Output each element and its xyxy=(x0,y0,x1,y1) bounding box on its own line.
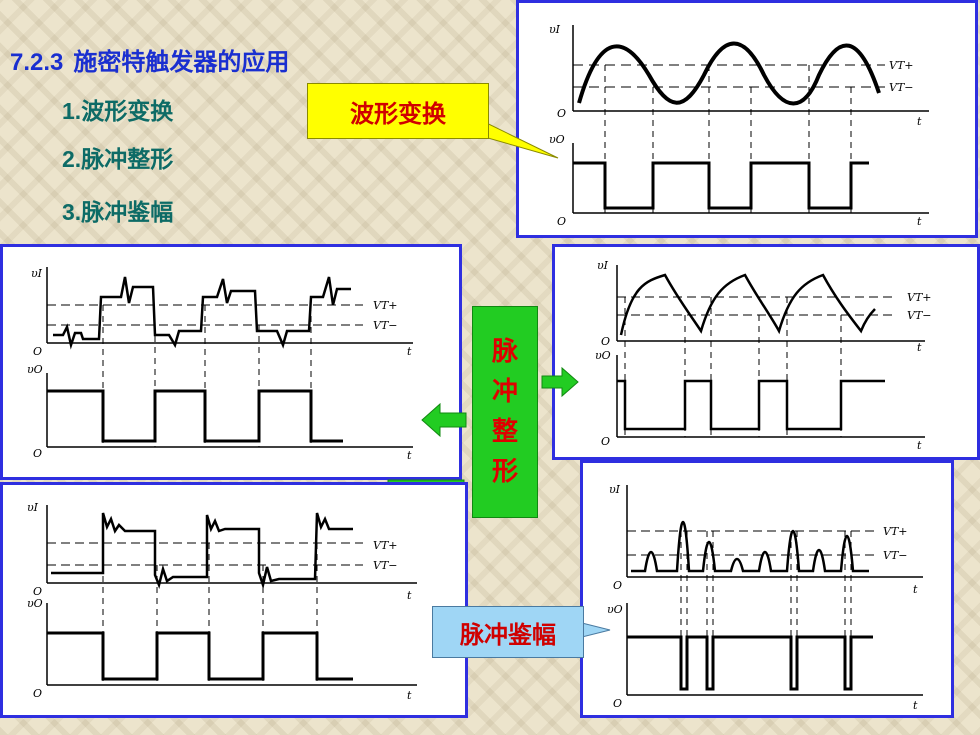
arrow-right-icon xyxy=(541,366,579,398)
origin-label: O xyxy=(601,335,610,348)
origin-label: O xyxy=(601,435,610,448)
origin-label: O xyxy=(613,697,622,710)
panel-sine-conversion: υI υO O O t t VT+ VT− xyxy=(516,0,978,238)
vtplus-label: VT+ xyxy=(889,59,914,72)
section-number: 7.2.3 xyxy=(10,49,64,76)
t-label: t xyxy=(917,341,922,354)
vo-label: υO xyxy=(27,597,43,610)
vo-label: υO xyxy=(607,603,623,616)
callout-char: 整 xyxy=(491,417,518,447)
t-label: t xyxy=(917,115,922,128)
origin-label: O xyxy=(557,215,566,228)
list-item: 2.脉冲整形 xyxy=(62,140,173,174)
t-label: t xyxy=(917,439,922,452)
callout-char: 形 xyxy=(491,457,518,487)
item-text: 脉冲整形 xyxy=(81,147,174,173)
vtplus-label: VT+ xyxy=(373,299,398,312)
rc-shaping-diagram: υI υO O O t t VT+ VT− xyxy=(595,259,932,452)
vtplus-label: VT+ xyxy=(373,539,398,552)
callout-char: 脉 xyxy=(491,337,518,367)
panel-rc-shaping: υI υO O O t t VT+ VT− xyxy=(552,244,980,460)
origin-label: O xyxy=(33,585,42,598)
callout-waveform-conversion: 波形变换 xyxy=(307,83,489,139)
panel-noise-shaping: υI υO O O t t VT+ VT− xyxy=(0,244,462,480)
t-label: t xyxy=(407,449,412,462)
sine-waveform-diagram: υI υO O O t t VT+ VT− xyxy=(549,23,929,228)
vtplus-label: VT+ xyxy=(883,525,908,538)
t-label: t xyxy=(913,583,918,596)
panel-amplitude-discrimination: υI υO O O t t VT+ VT− xyxy=(580,460,954,718)
t-label: t xyxy=(917,215,922,228)
callout-text: 脉冲鉴幅 xyxy=(460,620,556,649)
list-item: 3.脉冲鉴幅 xyxy=(62,193,173,227)
vi-label: υI xyxy=(597,259,609,272)
vo-label: υO xyxy=(27,363,43,376)
callout-char: 冲 xyxy=(491,377,518,407)
panel-ringing-shaping: υI υO O O t t VT+ VT− xyxy=(0,482,468,718)
vtminus-label: VT− xyxy=(907,309,932,322)
callout-amplitude-discrimination: 脉冲鉴幅 xyxy=(432,606,584,658)
item-text: 脉冲鉴幅 xyxy=(81,200,174,226)
t-label: t xyxy=(407,689,412,702)
amplitude-discrimination-diagram: υI υO O O t t VT+ VT− xyxy=(607,483,923,712)
ringing-shaping-diagram: υI υO O O t t VT+ VT− xyxy=(27,501,417,702)
vi-label: υI xyxy=(27,501,39,514)
t-label: t xyxy=(913,699,918,712)
vi-label: υI xyxy=(549,23,561,36)
vo-label: υO xyxy=(549,133,565,146)
item-number: 1. xyxy=(62,98,82,124)
vtminus-label: VT− xyxy=(883,549,908,562)
t-label: t xyxy=(407,589,412,602)
item-number: 3. xyxy=(62,199,82,225)
vo-label: υO xyxy=(595,349,611,362)
origin-label: O xyxy=(557,107,566,120)
origin-label: O xyxy=(33,345,42,358)
item-number: 2. xyxy=(62,146,82,172)
callout-pulse-shaping: 脉 冲 整 形 xyxy=(472,306,538,518)
vtplus-label: VT+ xyxy=(907,291,932,304)
item-text: 波形变换 xyxy=(81,99,174,125)
origin-label: O xyxy=(613,579,622,592)
arrow-left-icon xyxy=(421,402,467,438)
noise-shaping-diagram: υI υO O O t t VT+ VT− xyxy=(27,267,413,462)
vtminus-label: VT− xyxy=(373,559,398,572)
origin-label: O xyxy=(33,447,42,460)
vtminus-label: VT− xyxy=(889,81,914,94)
section-heading: 7.2.3 施密特触发器的应用 xyxy=(10,42,289,77)
vi-label: υI xyxy=(609,483,621,496)
list-item: 1.波形变换 xyxy=(62,92,173,126)
section-title: 施密特触发器的应用 xyxy=(73,48,290,76)
origin-label: O xyxy=(33,687,42,700)
vi-label: υI xyxy=(31,267,43,280)
t-label: t xyxy=(407,345,412,358)
vtminus-label: VT− xyxy=(373,319,398,332)
callout-text: 波形变换 xyxy=(350,99,446,128)
